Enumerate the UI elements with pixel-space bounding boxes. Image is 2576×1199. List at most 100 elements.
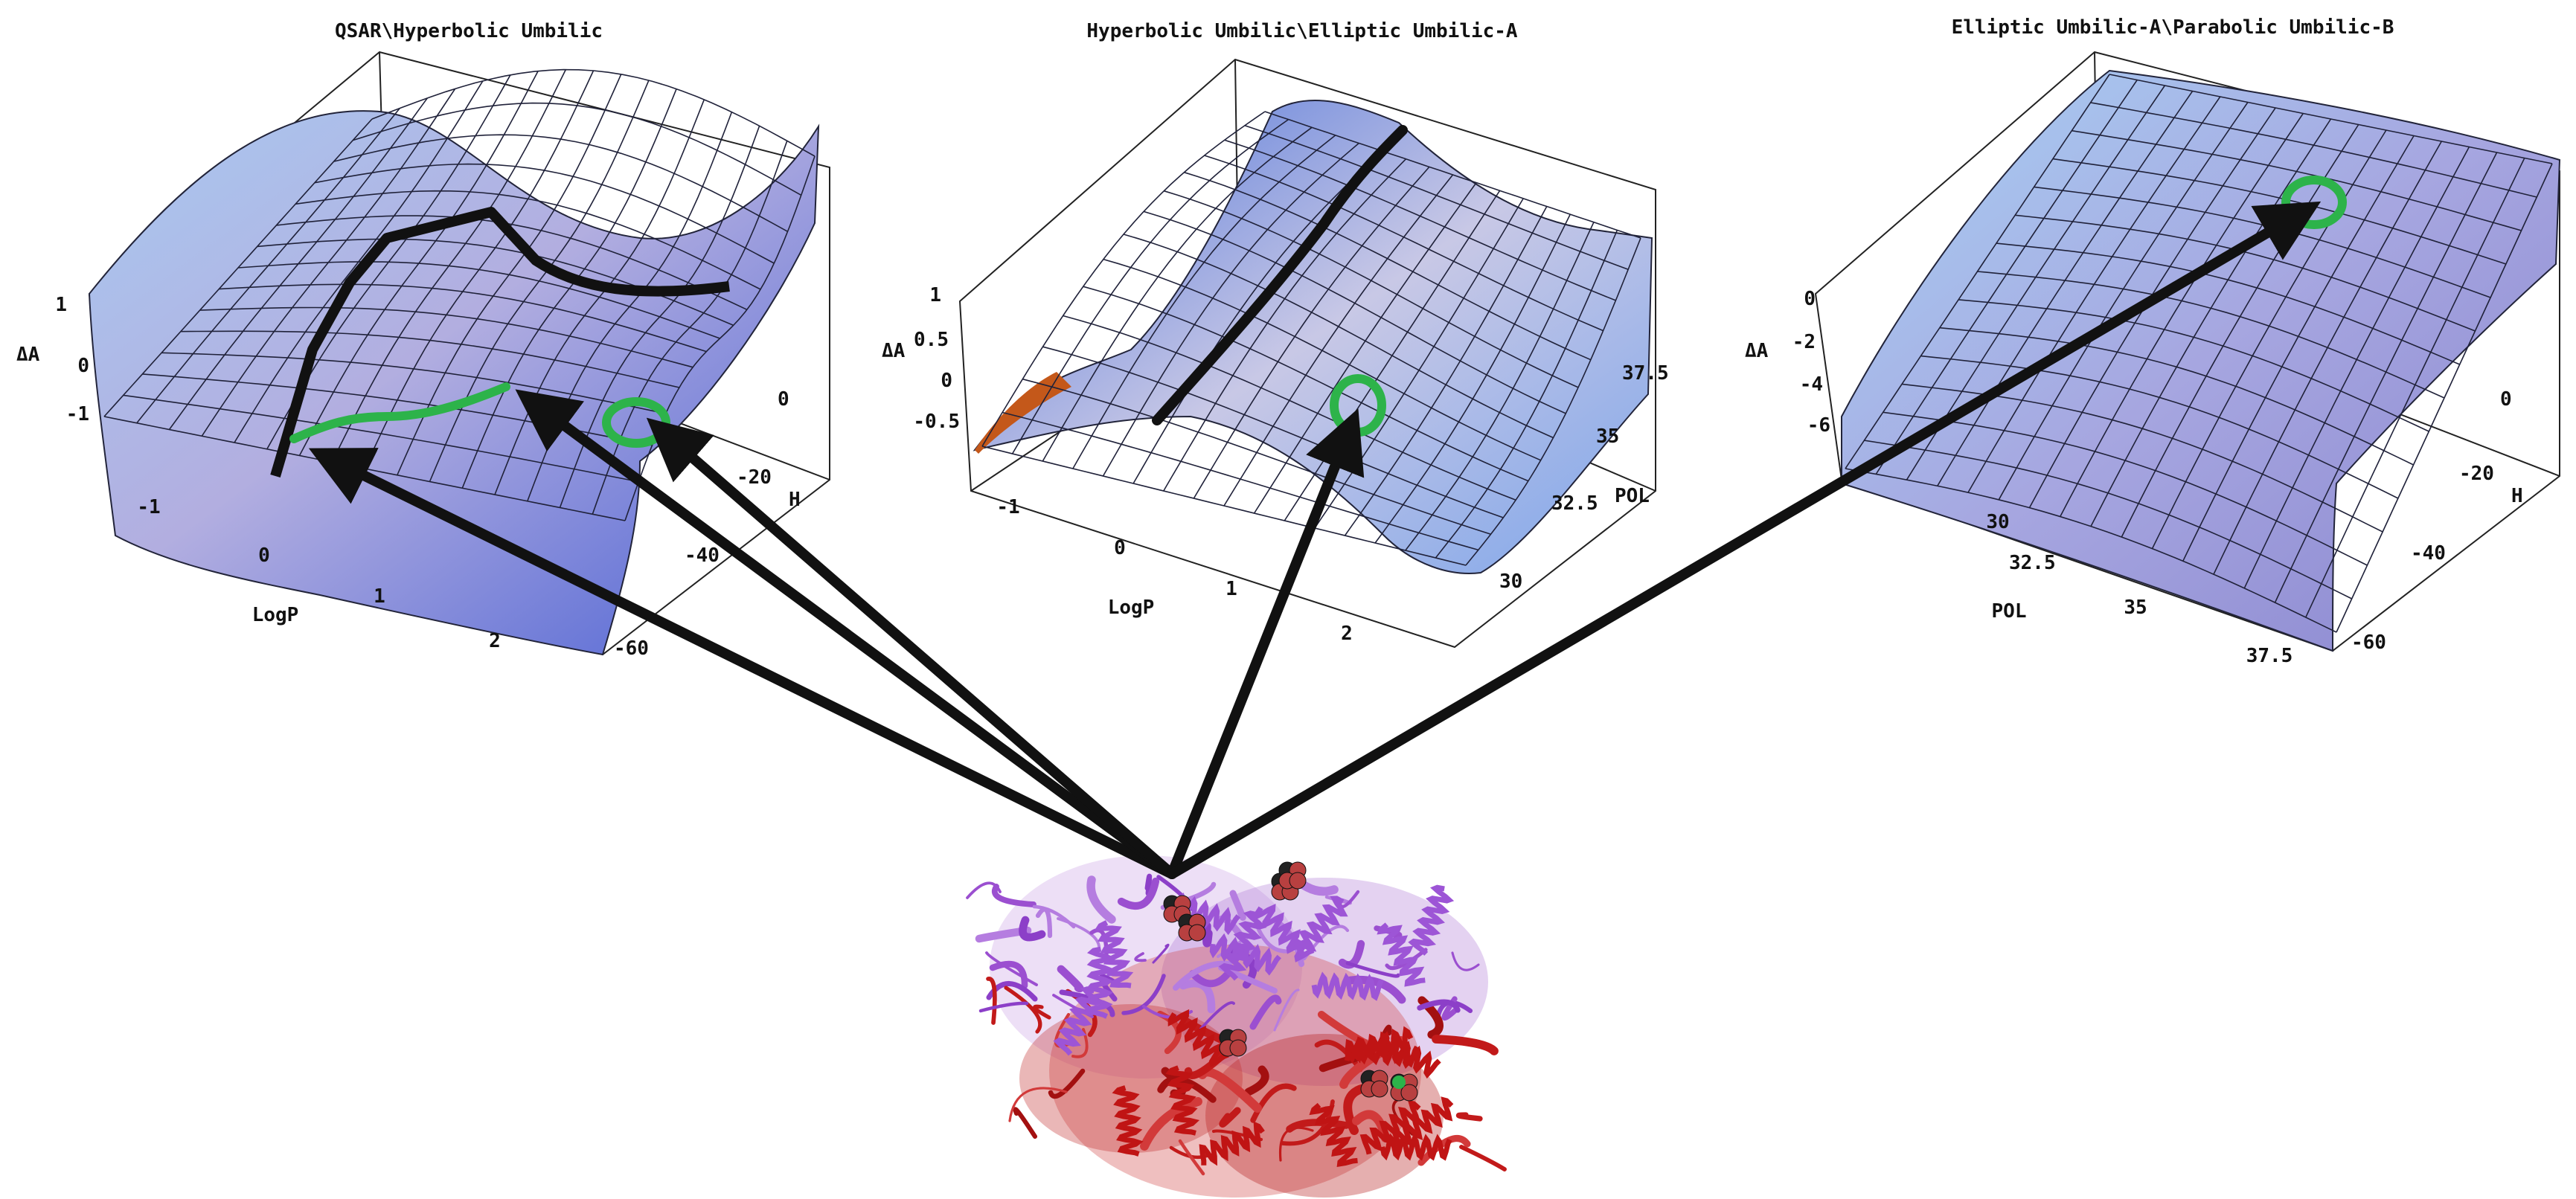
panel-2-surface <box>973 99 1653 574</box>
panel-2-y-tick: 30 <box>1499 570 1522 593</box>
panel-3-z-tick: -2 <box>1792 331 1816 353</box>
mesh-line <box>2109 74 2553 164</box>
protein-ribbon <box>1035 907 1053 939</box>
protein-ribbon <box>1338 939 1365 969</box>
protein-ribbon <box>1249 994 1282 1030</box>
panel-hyperbolic-elliptic-a: Hyperbolic Umbilic\Elliptic Umbilic-A 1 … <box>882 20 1669 649</box>
panel-1-x-tick: 1 <box>374 585 385 608</box>
protein-helix <box>1408 884 1455 956</box>
mesh-line <box>1224 139 1616 301</box>
protein-helix <box>1053 986 1103 1056</box>
protein-ribbon <box>989 960 1028 989</box>
mesh-line <box>1996 242 2461 365</box>
protein-ribbon <box>1278 1126 1314 1162</box>
protein-ribbon <box>1057 917 1100 948</box>
panel-2-y-tick: 35 <box>1596 425 1619 448</box>
mesh-line <box>237 261 720 339</box>
protein-ribbon <box>1417 999 1461 1013</box>
protein-ribbon <box>1385 948 1428 971</box>
protein-ligand-atom <box>1371 1080 1388 1098</box>
protein-ligand-atom <box>1400 1084 1418 1102</box>
protein-ribbon <box>1033 1004 1051 1020</box>
protein-ligand-atom <box>1188 924 1206 942</box>
protein-ribbon <box>1057 965 1084 993</box>
mesh-line <box>333 134 788 233</box>
panel-3-z-tick: -6 <box>1807 414 1830 437</box>
panel-1-x-axis-label: LogP <box>252 604 299 626</box>
panel-3-x-tick: 30 <box>1986 511 2009 533</box>
mesh-line <box>1123 234 1554 439</box>
protein-helix <box>1377 922 1426 987</box>
protein-structure-image <box>966 855 1507 1198</box>
panel-1-z-tick: 0 <box>77 355 89 377</box>
panel-3-x-tick: 37.5 <box>2246 645 2293 667</box>
protein-ribbon <box>1178 1139 1205 1176</box>
panel-2-underside <box>975 372 1071 454</box>
protein-helix <box>1380 1133 1452 1161</box>
protein-helix <box>1165 1065 1200 1136</box>
protein-ribbon <box>1244 1065 1269 1096</box>
panel-2-title: Hyperbolic Umbilic\Elliptic Umbilic-A <box>1086 20 1518 42</box>
arrows <box>308 201 2322 879</box>
panel-2-x-tick: -1 <box>996 496 1019 518</box>
protein-ribbon <box>1219 1107 1241 1128</box>
panel-2-x-axis-label: LogP <box>1108 597 1155 619</box>
mesh-line <box>1164 190 1579 388</box>
protein-ribbon <box>986 977 997 1025</box>
panel-1-z-tick: -1 <box>66 403 89 425</box>
mesh-line <box>1063 315 1516 501</box>
mesh-line <box>371 68 816 157</box>
protein-ribbon <box>1144 873 1153 896</box>
panel-3-z-ticks: 0 -2 -4 -6 <box>1792 288 1830 437</box>
mesh-line <box>199 306 693 368</box>
protein-ribbon <box>1273 989 1300 1032</box>
panel-2-y-ticks: 37.5 35 32.5 30 <box>1499 362 1669 593</box>
protein-ribbon <box>1179 979 1216 1014</box>
panel-1-y-tick: 0 <box>778 388 789 411</box>
protein-ribbon <box>966 881 1002 899</box>
mesh-line <box>1022 378 1491 535</box>
panel-2-y-axis-label: POL <box>1615 485 1650 507</box>
panel-2-z-axis-label: ΔA <box>882 340 906 362</box>
panel-2-y-tick: 32.5 <box>1551 492 1598 515</box>
panel-2-z-tick: 0.5 <box>914 329 949 351</box>
mesh-line <box>1103 258 1542 461</box>
panel-3-y-axis-label: H <box>2511 485 2523 507</box>
panel-1-z-ticks: 1 0 -1 <box>55 294 89 425</box>
panel-3-y-ticks: 0 -20 -40 -60 <box>2351 388 2512 654</box>
arrow-to-panel-1-ring <box>646 417 1177 879</box>
mesh-line <box>1042 346 1504 518</box>
protein-ribbon <box>1117 877 1160 910</box>
protein-ribbon <box>1432 1035 1499 1055</box>
panel-2-y-tick: 37.5 <box>1622 362 1669 385</box>
protein-helix <box>1112 1085 1144 1157</box>
mesh-line <box>1143 210 1566 414</box>
panel-2-z-tick: 1 <box>929 284 941 306</box>
panel-3-z-tick: -4 <box>1800 373 1823 396</box>
mesh-line <box>276 215 748 311</box>
panel-2-catastrophe-path <box>1152 125 1408 425</box>
arrow-to-panel-2-ring <box>1167 408 1365 879</box>
mesh-line <box>1920 355 2399 499</box>
panel-3-mesh <box>1845 74 2553 633</box>
protein-ribbon <box>1459 1145 1507 1171</box>
mesh-line <box>1883 411 2368 566</box>
panel-3-z-axis-label: ΔA <box>1745 340 1769 362</box>
protein-ribbon <box>1048 1068 1086 1099</box>
mesh-line <box>295 190 761 290</box>
panel-3-x-axis-label: POL <box>1992 600 2027 623</box>
panel-1-highlight-path <box>289 382 510 443</box>
mesh-line <box>1184 171 1592 361</box>
mesh-line <box>1939 327 2414 466</box>
protein-ribbon <box>1152 943 1170 964</box>
panel-1-z-axis-label: ΔA <box>16 344 40 366</box>
protein-helix <box>1254 904 1315 962</box>
protein-ribbon <box>1013 1107 1038 1139</box>
panel-2-x-tick: 0 <box>1114 537 1126 559</box>
protein-ribbon <box>1229 890 1246 921</box>
panel-3-title: Elliptic Umbilic-A\Parabolic Umbilic-B <box>1952 16 2394 39</box>
panel-3-x-tick: 35 <box>2124 597 2147 619</box>
mesh-line <box>1244 125 1629 270</box>
panel-1-y-axis-label: H <box>789 489 801 511</box>
